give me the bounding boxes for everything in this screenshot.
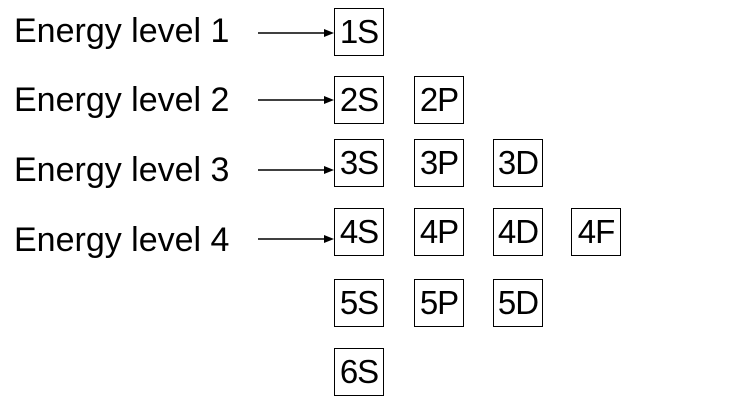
orbital-box-3d: 3D xyxy=(493,139,543,187)
arrow-icon xyxy=(258,96,334,104)
orbital-box-2p: 2P xyxy=(414,76,464,124)
orbital-box-4s: 4S xyxy=(334,208,384,256)
orbital-box-4p: 4P xyxy=(414,208,464,256)
arrow-icon xyxy=(258,29,334,37)
arrow-icon xyxy=(258,235,334,243)
orbital-box-5s: 5S xyxy=(334,279,384,327)
energy-level-1-label: Energy level 1 xyxy=(14,12,230,50)
orbital-box-5p: 5P xyxy=(414,279,464,327)
orbital-box-2s: 2S xyxy=(334,76,384,124)
orbital-box-4d: 4D xyxy=(493,208,543,256)
orbital-box-1s: 1S xyxy=(334,8,384,56)
orbital-box-6s: 6S xyxy=(334,348,384,396)
orbital-box-3s: 3S xyxy=(334,139,384,187)
energy-level-4-label: Energy level 4 xyxy=(14,221,230,259)
energy-level-3-label: Energy level 3 xyxy=(14,151,230,189)
arrow-icon xyxy=(258,166,334,174)
orbital-box-3p: 3P xyxy=(414,139,464,187)
orbital-box-5d: 5D xyxy=(493,279,543,327)
energy-level-2-label: Energy level 2 xyxy=(14,81,230,119)
orbital-box-4f: 4F xyxy=(571,208,621,256)
